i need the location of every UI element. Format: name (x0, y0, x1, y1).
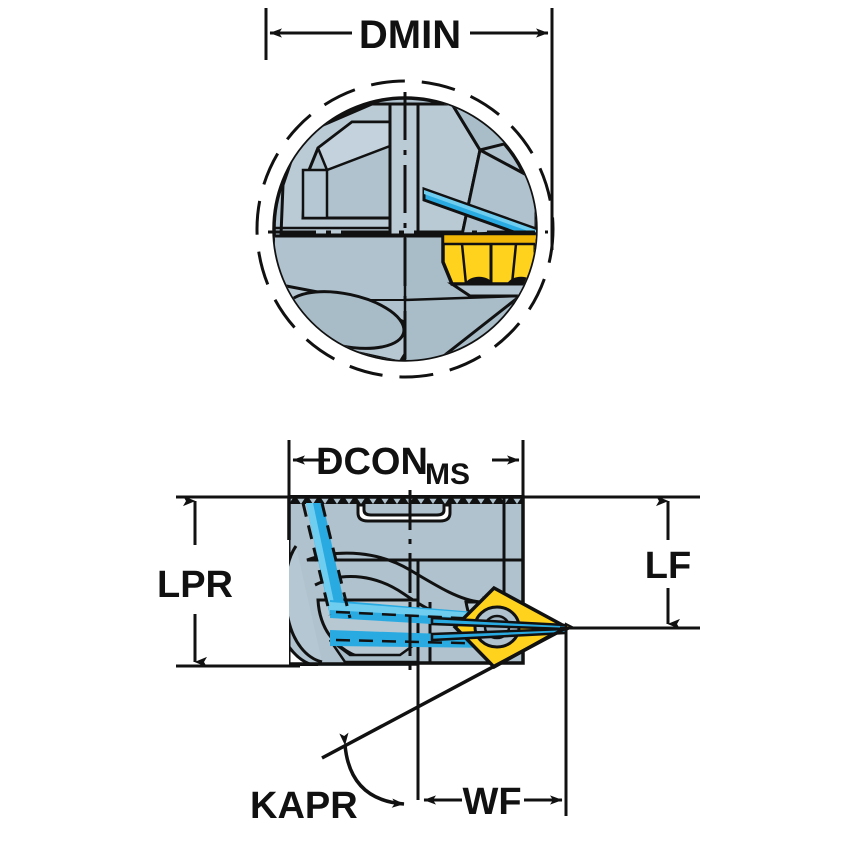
kapr-angle-arc (339, 732, 405, 808)
dmin-label: DMIN (359, 13, 461, 57)
lpr-label: LPR (157, 564, 233, 606)
dimension-dmin: DMIN (264, 8, 554, 250)
hidden-bore-line-4 (335, 638, 501, 646)
insert-screw-1 (465, 276, 493, 285)
coolant-channel-vertical-hl (306, 503, 336, 614)
coolant-channel-highlight (424, 190, 536, 241)
pocket-rib-left (301, 168, 329, 220)
top-view: DMIN (255, 8, 555, 379)
coupling-drive-slot (356, 503, 452, 523)
hidden-bore-line-3 (335, 610, 501, 622)
insert-flank-1 (460, 243, 468, 285)
side-body-outline (289, 495, 525, 665)
cutting-diameter-circle (255, 79, 555, 379)
insert-top-chamfer (441, 232, 536, 246)
insert-flank-2 (510, 243, 518, 285)
lf-label: LF (645, 545, 691, 587)
dimension-dcon: DCON MS (287, 440, 525, 498)
dcon-subscript: MS (425, 458, 470, 491)
dcon-label: DCON (316, 441, 428, 483)
dimension-wf: WF (423, 628, 568, 823)
hidden-bore-line-1 (301, 502, 332, 616)
kapr-label: KAPR (250, 785, 358, 827)
dimension-kapr: KAPR (250, 626, 567, 827)
coolant-channel-horizontal-hl (330, 602, 500, 620)
dimension-lpr: LPR (157, 495, 300, 668)
left-flank-curve (289, 545, 323, 664)
hidden-bore-line-2 (320, 502, 352, 619)
wf-label: WF (462, 781, 521, 823)
side-view: DCON MS (157, 440, 700, 827)
